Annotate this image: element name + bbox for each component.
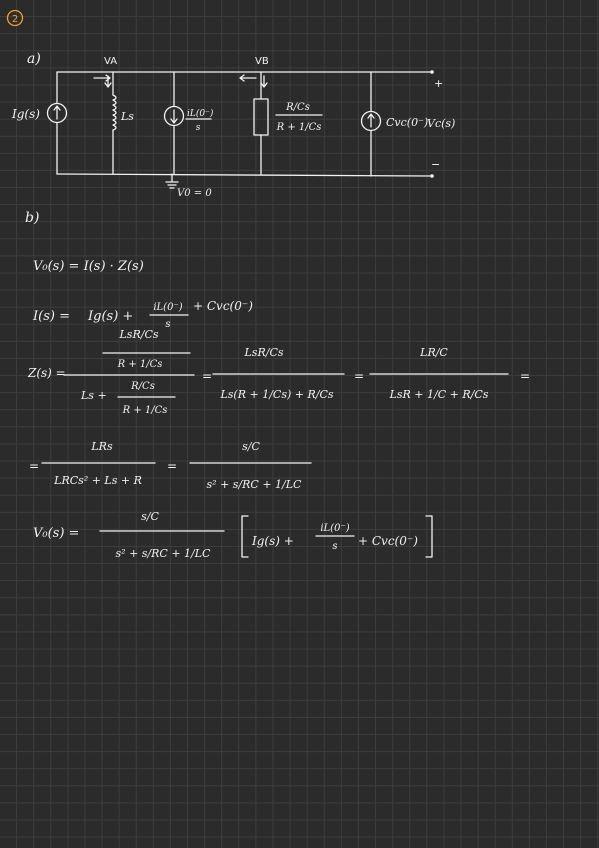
vo-bracket-term1: Ig(s) + [251,534,294,548]
eq2-current: I(s) = Ig(s) + iL(0⁻) s + Cvc(0⁻) [32,299,253,330]
node-b-label: VB [255,56,269,67]
ic-source-num: iL(0⁻) [187,108,214,119]
eq5-output: V₀(s) = s/C s² + s/RC + 1/LC Ig(s) + iL(… [33,510,433,560]
z-eq5-num: s/C [242,440,260,453]
z-eq3-num: LR/C [419,346,448,359]
cap-source-label: Cvc(0⁻) [386,116,428,129]
z-eq-sign-1: = [202,369,212,383]
eq3-impedance: Z(s) = LsR/Cs R + 1/Cs Ls + R/Cs R + 1/C… [27,328,530,416]
z-den-ls: Ls + [80,389,107,402]
vo-den: s² + s/RC + 1/LC [116,547,212,560]
current-source-circle [46,102,68,124]
arrow-up-icon [53,105,61,120]
resistor-block [253,98,269,136]
minus-sign: − [431,158,440,171]
eq2-term1: Ig(s) + [87,309,133,324]
vo-bracket-frac-num: iL(0⁻) [320,523,349,534]
cap-source-circle [360,110,382,132]
vo-num: s/C [141,510,159,523]
arrow-up-icon-2 [367,113,375,128]
z-lhs: Z(s) = [27,366,66,380]
z-inner-num: LsR/Cs [119,328,159,341]
arrow-left-icon [239,74,257,82]
arrow-down-icon [104,75,112,88]
ground-icon [165,173,179,189]
node-a-label: VA [104,56,117,67]
badge-circle [6,9,24,27]
eq2-frac-den: s [165,319,170,330]
ground-label: V0 = 0 [177,188,212,199]
vo-bracket-term3: + Cvc(0⁻) [358,534,418,548]
z-eq2-den: Ls(R + 1/Cs) + R/Cs [219,388,333,401]
bottom-wire [56,173,433,177]
ic-source-den: s [196,123,201,133]
z-eq-sign-3: = [520,369,530,383]
z-eq5-den: s² + s/RC + 1/LC [207,478,303,491]
inductor-coil-icon [112,94,117,131]
parallel-num: R/Cs [285,102,310,113]
z-eq2-num: LsR/Cs [244,346,284,359]
eq2-frac-num: iL(0⁻) [153,302,182,313]
eq1: V₀(s) = I(s) · Z(s) [33,259,144,274]
eq2-term3: + Cvc(0⁻) [193,299,253,313]
source-current-label: Ig(s) [11,107,40,121]
plus-sign: + [434,77,443,90]
eq4-simplified: = LRs LRCs² + Ls + R = s/C s² + s/RC + 1… [29,440,312,491]
vo-bracket-frac-den: s [332,541,337,552]
problem-number-badge: 2 [6,9,24,27]
output-voltage-label: Vc(s) [427,117,455,130]
z-den-frac-num: R/Cs [130,381,155,392]
arrow-down-icon-3 [170,109,178,124]
eq4-eq-sign-2: = [167,459,177,473]
arrow-down-icon-2 [260,75,268,88]
eq2-lhs: I(s) = [32,309,70,324]
parallel-den: R + 1/Cs [276,122,322,133]
z-eq4-den: LRCs² + Ls + R [53,474,142,487]
inductor-label: Ls [120,110,134,123]
left-bracket [241,515,249,558]
problem-number: 2 [12,14,18,25]
z-eq4-num: LRs [90,440,113,453]
z-eq-sign-2: = [354,369,364,383]
z-den-frac-den: R + 1/Cs [122,405,168,416]
right-bracket [425,515,433,558]
z-inner-den: R + 1/Cs [117,359,163,370]
ic-source-circle [163,105,185,127]
part-b-label: b) [25,210,39,226]
terminal-bottom [430,174,434,178]
z-eq3-den: LsR + 1/C + R/Cs [389,388,489,401]
arrow-right-icon [93,74,111,82]
eq4-eq-sign: = [29,459,39,473]
vo-lhs: V₀(s) = [33,526,79,541]
terminal-top [430,70,434,74]
part-a-label: a) [27,51,41,67]
circuit-diagram: VA VB Ig(s) Ls iL(0⁻) s V0 = 0 R/Cs R + … [11,56,455,199]
